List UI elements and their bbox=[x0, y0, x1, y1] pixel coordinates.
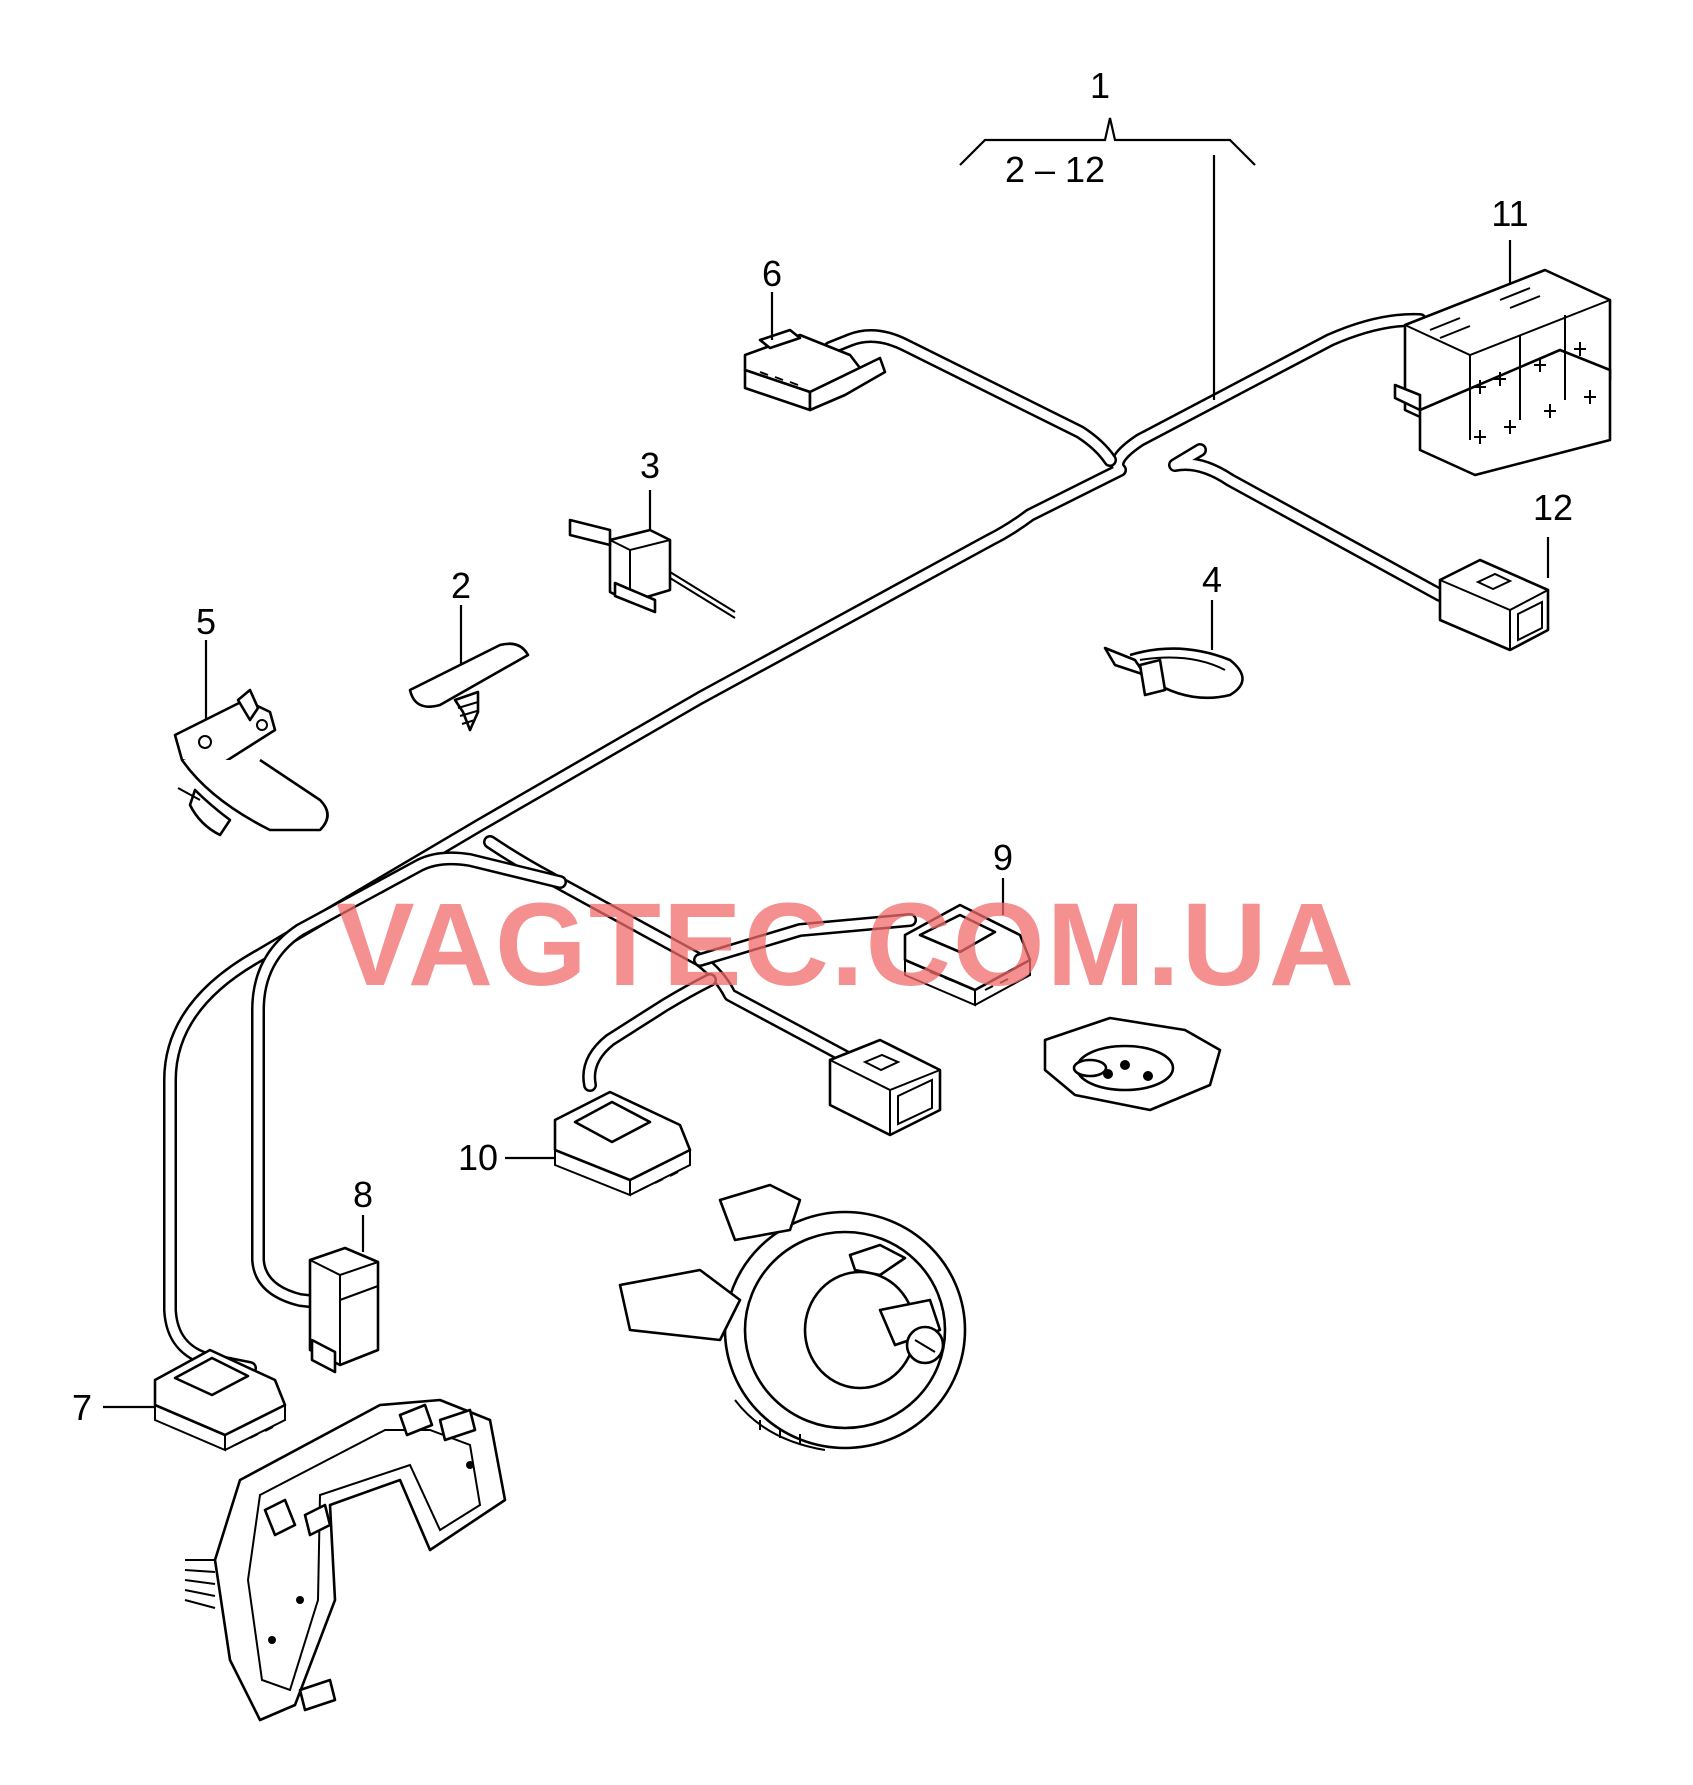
clock-spring bbox=[618, 1183, 967, 1451]
round-connector-housing bbox=[1043, 1016, 1222, 1112]
callout-labels: 1 2 – 12 6 3 2 4 5 11 12 9 10 8 7 bbox=[72, 65, 1573, 1428]
multi-pin-connector-11 bbox=[1393, 268, 1612, 477]
callout-9: 9 bbox=[993, 837, 1013, 878]
callout-3: 3 bbox=[640, 445, 660, 486]
connector-9 bbox=[903, 903, 1032, 1007]
callout-10: 10 bbox=[458, 1137, 498, 1178]
switch-module bbox=[184, 1398, 507, 1722]
callout-11: 11 bbox=[1491, 193, 1528, 234]
connector-7 bbox=[153, 1348, 287, 1452]
box-connector-12 bbox=[1438, 558, 1550, 652]
callout-4: 4 bbox=[1202, 559, 1222, 600]
box-connector bbox=[828, 1038, 942, 1137]
clip-8 bbox=[308, 1246, 380, 1374]
watermark: VAGTEC.COM.UA bbox=[336, 879, 1356, 1011]
callout-6: 6 bbox=[762, 253, 782, 294]
leader-lines bbox=[103, 117, 1550, 1409]
callout-2: 2 bbox=[451, 565, 471, 606]
callout-7: 7 bbox=[72, 1387, 92, 1428]
clip-2 bbox=[408, 642, 530, 732]
harness-wires bbox=[163, 312, 1447, 1375]
connector-10 bbox=[553, 1090, 692, 1197]
callout-5: 5 bbox=[196, 601, 216, 642]
callout-12: 12 bbox=[1533, 487, 1573, 528]
connector-6 bbox=[743, 328, 887, 412]
callout-8: 8 bbox=[353, 1174, 373, 1215]
clip-3 bbox=[568, 518, 736, 619]
callout-1: 1 bbox=[1090, 65, 1110, 106]
bracket-5 bbox=[173, 688, 329, 837]
cable-tie-4 bbox=[1103, 646, 1244, 700]
callout-range: 2 – 12 bbox=[1005, 149, 1105, 190]
